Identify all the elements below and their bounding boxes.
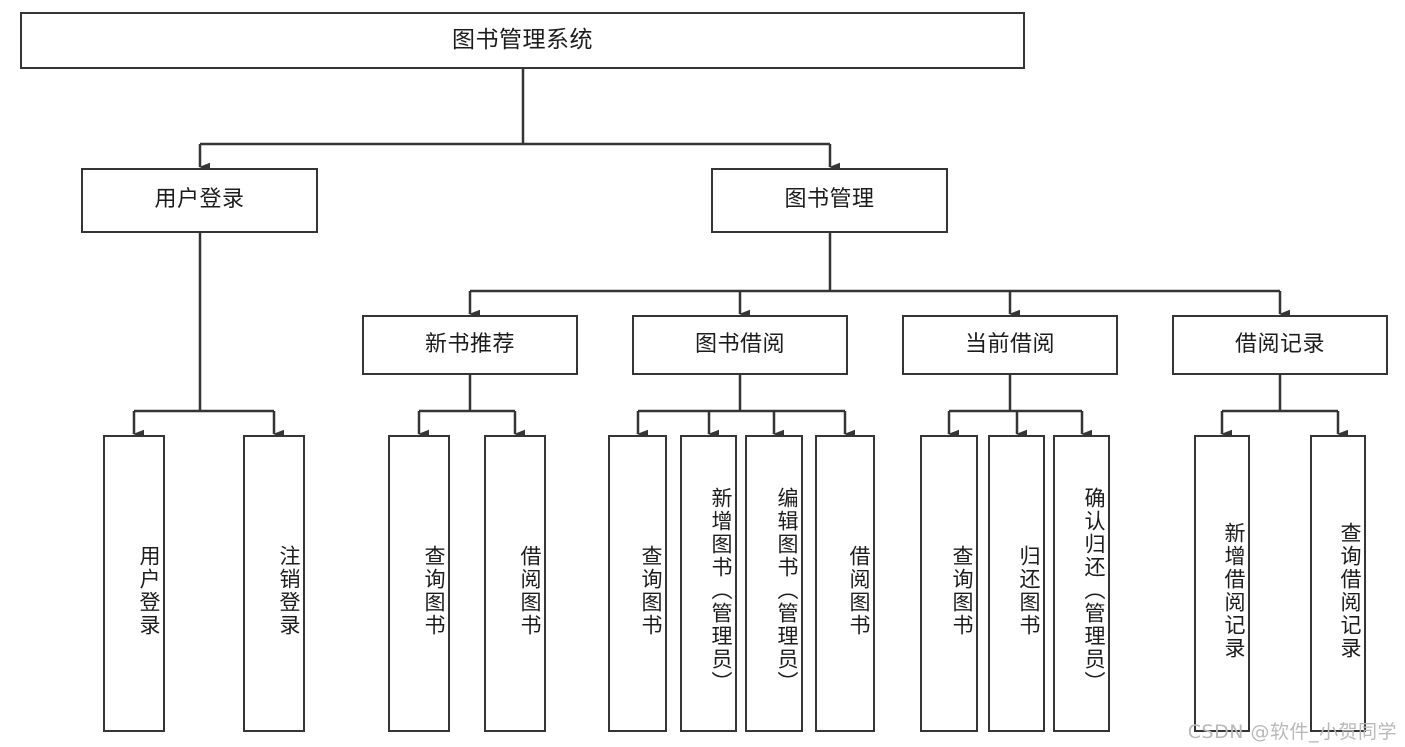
node-root[interactable]: 图书管理系统 [20, 12, 1025, 69]
node-user-login[interactable]: 用户登录 [81, 168, 318, 233]
node-leaf-borrow-book-1[interactable]: 借阅图书 [484, 435, 546, 732]
node-new-book-rec[interactable]: 新书推荐 [362, 315, 578, 375]
node-label: 注销登录 [277, 544, 301, 637]
node-label: 借阅记录 [1234, 331, 1325, 357]
node-current-borrow[interactable]: 当前借阅 [902, 315, 1118, 375]
node-leaf-query-book-1[interactable]: 查询图书 [388, 435, 450, 732]
node-leaf-query-book-3[interactable]: 查询图书 [920, 435, 978, 732]
node-leaf-add-record[interactable]: 新增借阅记录 [1194, 435, 1250, 732]
node-leaf-return-book[interactable]: 归还图书 [988, 435, 1045, 732]
node-label: 借阅图书 [518, 544, 542, 637]
node-label: 当前借阅 [964, 331, 1055, 357]
node-label: 归还图书 [1017, 544, 1041, 637]
node-label: 用户登录 [137, 544, 161, 637]
node-label: 新增图书（管理员） [709, 487, 733, 694]
node-leaf-user-login[interactable]: 用户登录 [103, 435, 165, 732]
node-book-borrow[interactable]: 图书借阅 [632, 315, 848, 375]
node-leaf-edit-book[interactable]: 编辑图书（管理员） [745, 435, 803, 732]
node-label: 查询图书 [639, 544, 663, 637]
node-leaf-confirm-return[interactable]: 确认归还（管理员） [1053, 435, 1110, 732]
node-label: 编辑图书（管理员） [775, 487, 799, 694]
node-label: 图书管理系统 [452, 26, 593, 53]
node-label: 借阅图书 [847, 544, 871, 637]
node-leaf-add-book[interactable]: 新增图书（管理员） [680, 435, 737, 732]
node-book-manage[interactable]: 图书管理 [711, 168, 948, 233]
node-label: 确认归还（管理员） [1082, 487, 1106, 694]
node-label: 图书管理 [784, 187, 875, 213]
node-label: 用户登录 [154, 187, 245, 213]
node-label: 新增借阅记录 [1222, 521, 1246, 660]
node-leaf-query-record[interactable]: 查询借阅记录 [1310, 435, 1366, 732]
node-label: 查询图书 [950, 544, 974, 637]
node-label: 图书借阅 [694, 331, 785, 357]
node-leaf-borrow-book-2[interactable]: 借阅图书 [815, 435, 875, 732]
watermark: CSDN @软件_小贺同学 [1187, 721, 1397, 743]
node-label: 查询借阅记录 [1338, 521, 1362, 660]
node-label: 查询图书 [422, 544, 446, 637]
node-leaf-query-book-2[interactable]: 查询图书 [608, 435, 667, 732]
node-borrow-record[interactable]: 借阅记录 [1172, 315, 1388, 375]
node-label: 新书推荐 [424, 331, 515, 357]
node-leaf-user-logout[interactable]: 注销登录 [243, 435, 305, 732]
